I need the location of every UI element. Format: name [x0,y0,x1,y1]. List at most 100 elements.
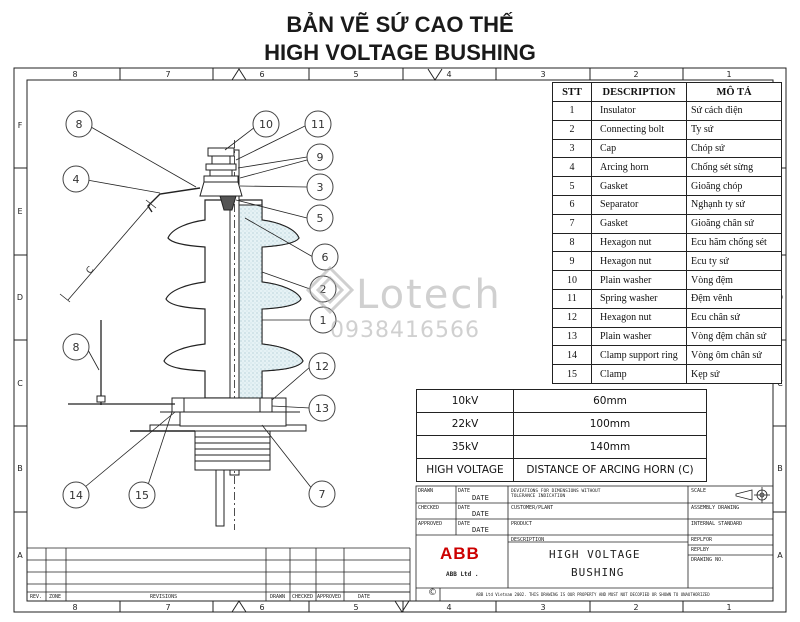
voltage-header: HIGH VOLTAGE [416,458,514,482]
callout-number: 2 [320,283,327,296]
part-mota: Ecu ty sứ [686,251,782,272]
tb-deviations: DEVIATIONS FOR DIMENSIONS WITHOUT TOLERA… [511,489,601,499]
distance-header: DISTANCE OF ARCING HORN (C) [513,458,707,482]
part-mota: Chống sét sừng [686,157,782,178]
callout-number: 12 [315,360,329,373]
part-description: Hexagon nut [591,232,687,253]
part-description: Clamp [591,364,687,384]
part-description: Gasket [591,213,687,234]
part-number: 15 [552,364,592,384]
parts-header-mota: MÔ TẢ [686,82,782,102]
tb-replby: REPLBY [691,547,710,553]
tb-product: PRODUCT [511,521,533,527]
part-mota: Gioăng chóp [686,176,782,196]
callout-number: 8 [73,341,80,354]
distance-cell: 60mm [513,389,707,413]
row-label-left: F [18,121,23,130]
callout-number: 4 [73,173,80,186]
tb-desc-line2: BUSHING [571,566,625,579]
part-number: 11 [552,288,592,309]
parts-header-description: DESCRIPTION [591,82,687,102]
rev-drawn: DRAWN [270,594,286,600]
company-name: ABB Ltd . [446,571,479,578]
callout-number: 5 [317,212,324,225]
tb-approved: APPROVED [418,521,443,527]
col-label-bottom: 3 [540,603,545,612]
part-mota: Đệm vênh [686,288,782,309]
rev-label: REV. [30,594,43,600]
projection-symbol-icon [735,487,770,503]
part-description: Spring washer [591,288,687,309]
col-label-top: 1 [726,70,731,79]
part-number: 14 [552,345,592,366]
tb-customer: CUSTOMER/PLANT [511,505,554,511]
part-description: Cap [591,138,687,159]
part-description: Connecting bolt [591,119,687,140]
callout-number: 11 [311,118,325,131]
tb-drawn: DRAWN [418,488,434,494]
bushing-drawing [59,140,307,530]
part-mota: Ecu chân sứ [686,307,782,328]
tb-desc-line1: HIGH VOLTAGE [549,548,641,561]
part-description: Gasket [591,176,687,196]
tb-date-small: DATE [458,488,471,494]
voltage-cell: 35kV [416,435,514,459]
part-number: 13 [552,326,592,347]
distance-cell: 100mm [513,412,707,436]
copyright-icon: © [428,588,437,598]
part-number: 12 [552,307,592,328]
part-mota: Chóp sứ [686,138,782,159]
tb-date: DATE [472,526,489,534]
col-label-top: 3 [540,70,545,79]
tb-description: DESCRIPTION [511,537,545,543]
voltage-cell: 10kV [416,389,514,413]
revisions-block [27,547,411,601]
watermark-brand: Lotech [356,272,502,318]
callout-number: 6 [322,251,329,264]
callout-circles [62,110,339,509]
part-description: Hexagon nut [591,307,687,328]
col-label-bottom: 1 [726,603,731,612]
part-number: 5 [552,176,592,196]
callout-number: 13 [315,402,329,415]
row-label-right: B [777,464,783,473]
col-label-bottom: 8 [72,603,77,612]
col-label-bottom: 5 [353,603,358,612]
row-label-left: C [17,379,23,388]
tb-assembly: ASSEMBLY DRAWING [691,505,740,511]
part-description: Insulator [591,101,687,121]
part-number: 2 [552,119,592,140]
tb-checked: CHECKED [418,505,440,511]
part-description: Hexagon nut [591,251,687,272]
rev-approved: APPROVED [317,594,342,600]
row-label-left: A [17,551,23,560]
tb-drawing-no: DRAWING NO. [691,557,725,563]
part-mota: Ty sứ [686,119,782,140]
row-label-left: D [17,293,23,302]
rev-date: DATE [358,594,371,600]
part-number: 7 [552,213,592,234]
callout-number: 7 [319,488,326,501]
col-label-top: 2 [633,70,638,79]
part-mota: Vòng đệm chân sứ [686,326,782,347]
part-description: Clamp support ring [591,345,687,366]
col-label-top: 7 [165,70,170,79]
part-number: 9 [552,251,592,272]
rev-revisions: REVISIONS [150,594,178,600]
col-label-bottom: 6 [259,603,264,612]
